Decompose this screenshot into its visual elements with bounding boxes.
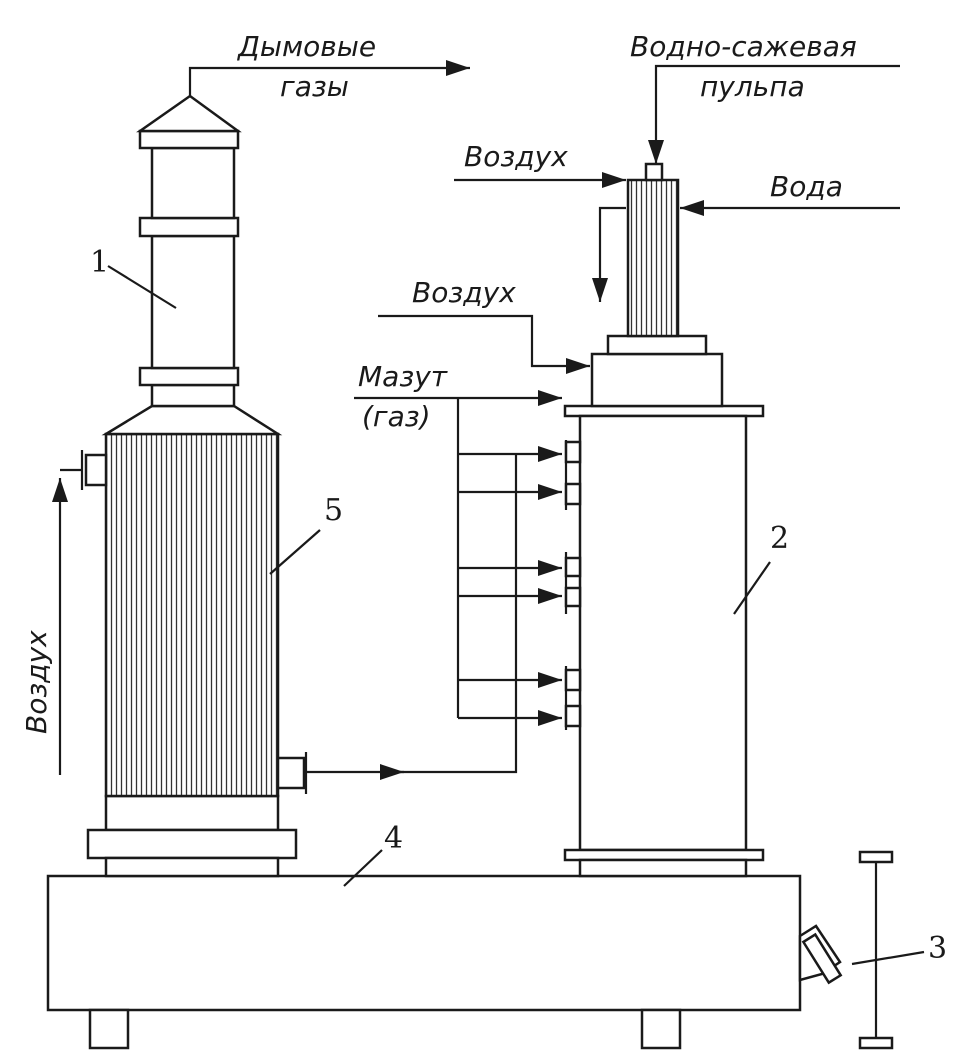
- gas-label: (газ): [362, 400, 431, 433]
- damper-valve: [798, 850, 894, 1050]
- quench-scrubber: [626, 162, 680, 338]
- flue-gases-label-2: газы: [280, 70, 349, 103]
- tube-bundle: [104, 432, 280, 798]
- flue-stack: [136, 60, 470, 408]
- air-to-burner-arrow: [378, 314, 590, 374]
- air-top-label: Воздух: [464, 140, 568, 173]
- soot-pulp-arrow: [648, 64, 900, 164]
- drain-arrow: [592, 206, 626, 302]
- soot-pulp-label: Водно-сажевая: [630, 30, 857, 63]
- number-4: 4: [384, 821, 403, 856]
- flue-gases-label: Дымовые: [236, 30, 376, 63]
- number-1: 1: [90, 245, 109, 280]
- water-label: Вода: [770, 170, 843, 203]
- fuel-oil-label: Мазут: [358, 360, 448, 393]
- number-2: 2: [770, 521, 789, 556]
- number-5: 5: [324, 493, 343, 528]
- air-left-label: Воздух: [20, 630, 53, 734]
- soot-pulp-label-2: пульпа: [700, 70, 805, 103]
- reactor-nozzles: [564, 440, 582, 730]
- hot-air-line: [306, 454, 518, 780]
- number-3: 3: [928, 931, 947, 966]
- leader-lines: [107, 265, 925, 966]
- fuel-manifold: [354, 390, 562, 726]
- heat-exchanger: [60, 404, 308, 878]
- air-mid-label: Воздух: [412, 276, 516, 309]
- base-channel: [46, 874, 802, 1050]
- reactor: [563, 334, 765, 878]
